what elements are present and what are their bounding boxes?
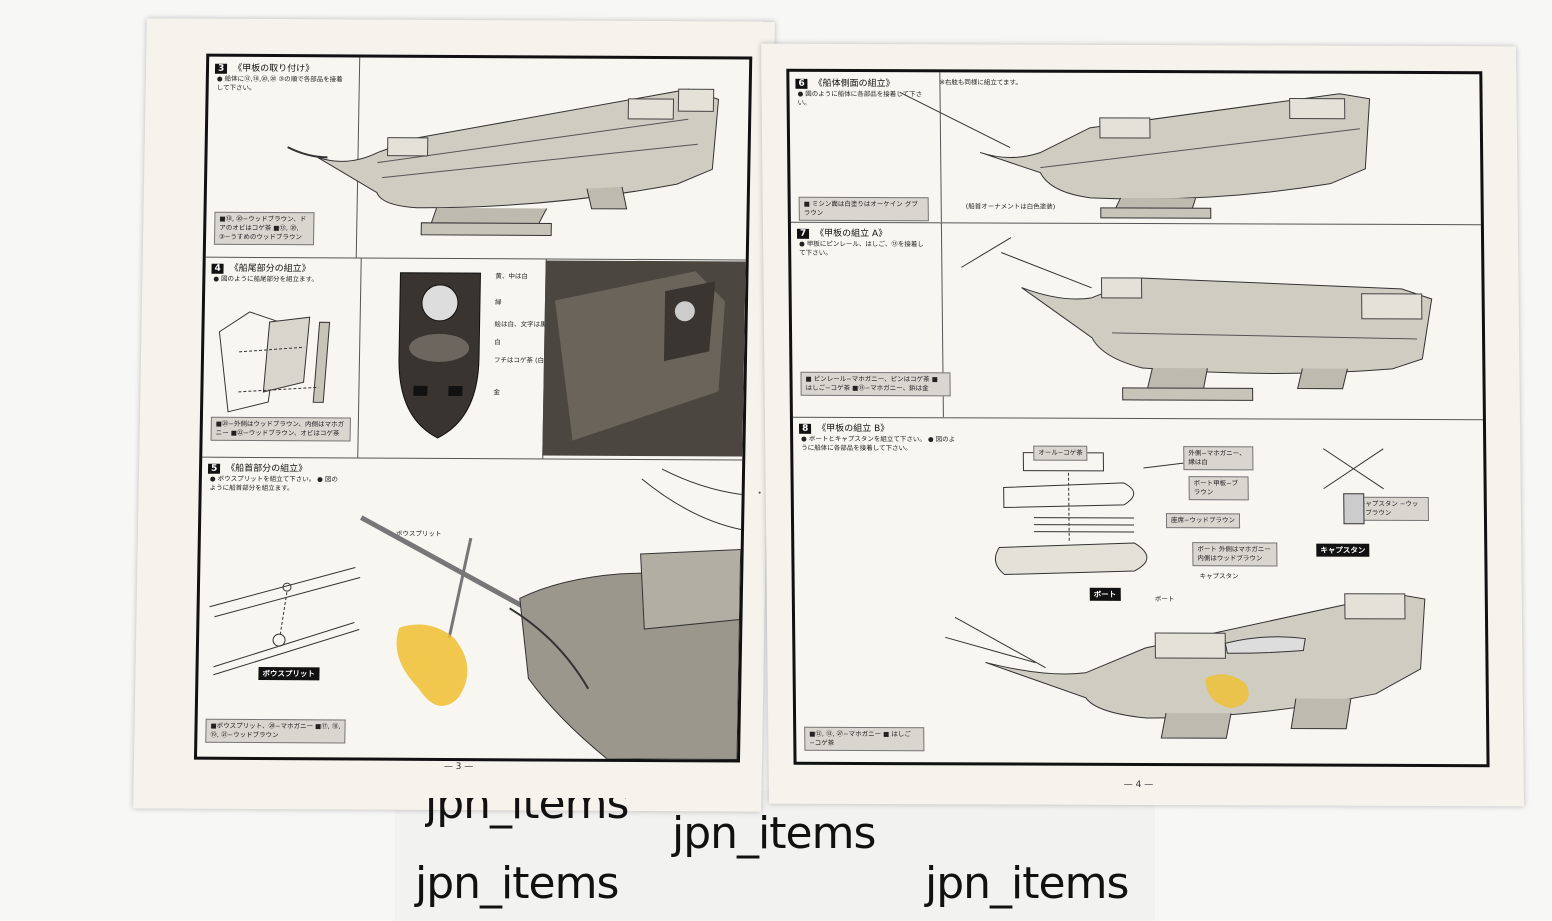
boat-exploded-diagram — [994, 452, 1184, 576]
stern-assembly-diagram — [218, 311, 331, 413]
capstan-tag: キャプスタン — [1316, 543, 1370, 557]
boat-note-2: 外側−マホガニー、縁は白 — [1183, 446, 1254, 471]
step-7-number: 7 — [796, 228, 810, 239]
capstan-diagram — [1322, 448, 1384, 525]
step-6-side-note: (船首オーナメントは白色塗装) — [965, 202, 1056, 211]
color-label-1: 黄、中は白 — [495, 272, 528, 281]
boat-note-5: ボート 外側はマホガニー 内側はウッドブラウン — [1192, 542, 1278, 567]
watermark-4: jpn_items — [925, 858, 1129, 909]
hull-side-illustration — [899, 91, 1371, 219]
color-label-2: 緑 — [494, 298, 502, 307]
step-4-number: 4 — [211, 263, 224, 274]
step-5-description: ● ボウスプリットを組立て下さい。 ● 図のように船首部分を組立ます。 — [209, 474, 338, 493]
watermark-3: jpn_items — [415, 858, 619, 909]
ship-hull-deck-illustration — [287, 88, 720, 236]
step-7-description: ● 甲板にピンレール、はしご、⑬を接着して下さい。 — [799, 239, 924, 257]
color-label-4: 白 — [494, 338, 501, 347]
binding-dot — [758, 491, 761, 494]
step-4-description: ● 図のように船尾部分を組立ます。 — [213, 274, 319, 284]
deck-assembly-a-illustration — [961, 237, 1433, 401]
color-label-3: 絵は白、文字は黒 — [494, 320, 547, 329]
stern-painting-guide — [398, 272, 481, 439]
step-8-description: ● ボートとキャプスタンを組立て下さい。 ● 図のように船体に各部品を接着して下… — [801, 434, 956, 453]
step-7-paint-note: ■ ピンレール−マホガニー、ピンはコゲ茶 ■ はしご−コゲ茶 ■⑬−マホガニー、… — [800, 371, 951, 397]
color-label-6: 金 — [493, 388, 500, 397]
bow-assembly-photo — [359, 468, 742, 760]
step-4-paint-note: ■㉙−外側はウッドブラウン、内側はマホガニー ■㉒−ウッドブラウン、オビはコゲ茶 — [210, 416, 351, 442]
step-6-title: 《船体側面の組立》 — [813, 78, 895, 90]
step-5-section: 5 《船首部分の組立》 ● ボウスプリットを組立て下さい。 ● 図のように船首部… — [197, 457, 742, 760]
step-8-number: 8 — [799, 423, 812, 434]
step-5-number: 5 — [207, 463, 221, 474]
background-paper — [395, 790, 1155, 921]
boat-note-4: 座席−ウッドブラウン — [1165, 513, 1241, 529]
page-number-3: — 3 — — [443, 761, 474, 773]
step-3-section: 3 《甲板の取り付け》 ● 船体に⑬,⑱,⑳,⑳ ③の順で各部品を接着して下さい… — [205, 56, 750, 261]
instruction-page-4: 6 《船体側面の組立》 ● 図のように船体に各部品を接着して下さい。 ※右舷も同… — [761, 43, 1524, 807]
step-7-section: 7 《甲板の組立 A》 ● 甲板にピンレール、はしご、⑬を接着して下さい。 ■ … — [790, 221, 1483, 421]
step-6-header: 6 《船体側面の組立》 — [795, 76, 895, 90]
step-5-title: 《船首部分の組立》 — [226, 463, 308, 475]
step-4-section: 4 《船尾部分の組立》 ● 図のように船尾部分を組立ます。 黄、 — [202, 256, 746, 461]
step-4-header: 4 《船尾部分の組立》 — [211, 261, 311, 275]
step-5-header: 5 《船首部分の組立》 — [207, 461, 308, 475]
step-5-paint-note: ■ボウスプリット、⑳−マホガニー ■⑰, ⑱, ⑲, ㉑−ウッドブラウン — [205, 718, 346, 744]
bowsprit-diagram — [209, 567, 361, 676]
page-number-4: — 4 — — [1123, 779, 1154, 791]
deck-assembly-b-illustration — [945, 593, 1426, 739]
watermark-2: jpn_items — [672, 808, 876, 859]
step-7-title: 《甲板の組立 A》 — [815, 228, 888, 240]
step-4-title: 《船尾部分の組立》 — [229, 263, 311, 275]
bowsprit-tag: ボウスプリット — [258, 666, 320, 681]
step-8-paint-note: ■⑫, ⑬, ㉗−マホガニー ■ はしご−コゲ茶 — [804, 726, 925, 752]
stern-photo — [542, 260, 746, 457]
step-8-title: 《甲板の組立 B》 — [817, 423, 890, 435]
watermark-1: jpn_items — [425, 778, 629, 829]
step-7-header: 7 《甲板の組立 A》 — [796, 226, 888, 240]
step-6-section: 6 《船体側面の組立》 ● 図のように船体に各部品を接着して下さい。 ※右舷も同… — [789, 71, 1481, 226]
step-6-number: 6 — [795, 78, 808, 89]
instruction-page-3: 3 《甲板の取り付け》 ● 船体に⑬,⑱,⑳,⑳ ③の順で各部品を接着して下さい… — [133, 18, 775, 812]
page-3-frame: 3 《甲板の取り付け》 ● 船体に⑬,⑱,⑳,⑳ ③の順で各部品を接着して下さい… — [193, 53, 753, 763]
page-4-frame: 6 《船体側面の組立》 ● 図のように船体に各部品を接着して下さい。 ※右舷も同… — [786, 68, 1490, 768]
step-3-paint-note: ■⑱, ⑳−ウッドブラウン、ドアのオビはコゲ茶 ■⑬, ⑳, ③−うすめのウッド… — [213, 211, 315, 246]
step-8-header: 8 《甲板の組立 B》 — [799, 421, 889, 434]
step-6-paint-note: ■ ミシン面は白塗りはオーケイン グブラウン — [798, 196, 929, 222]
boat-note-3: ボート甲板−ブラウン — [1188, 476, 1249, 501]
step-8-section: 8 《甲板の組立 B》 ● ボートとキャプスタンを組立て下さい。 ● 図のように… — [793, 417, 1487, 764]
boat-note-1: オール−コゲ茶 — [1033, 445, 1088, 461]
